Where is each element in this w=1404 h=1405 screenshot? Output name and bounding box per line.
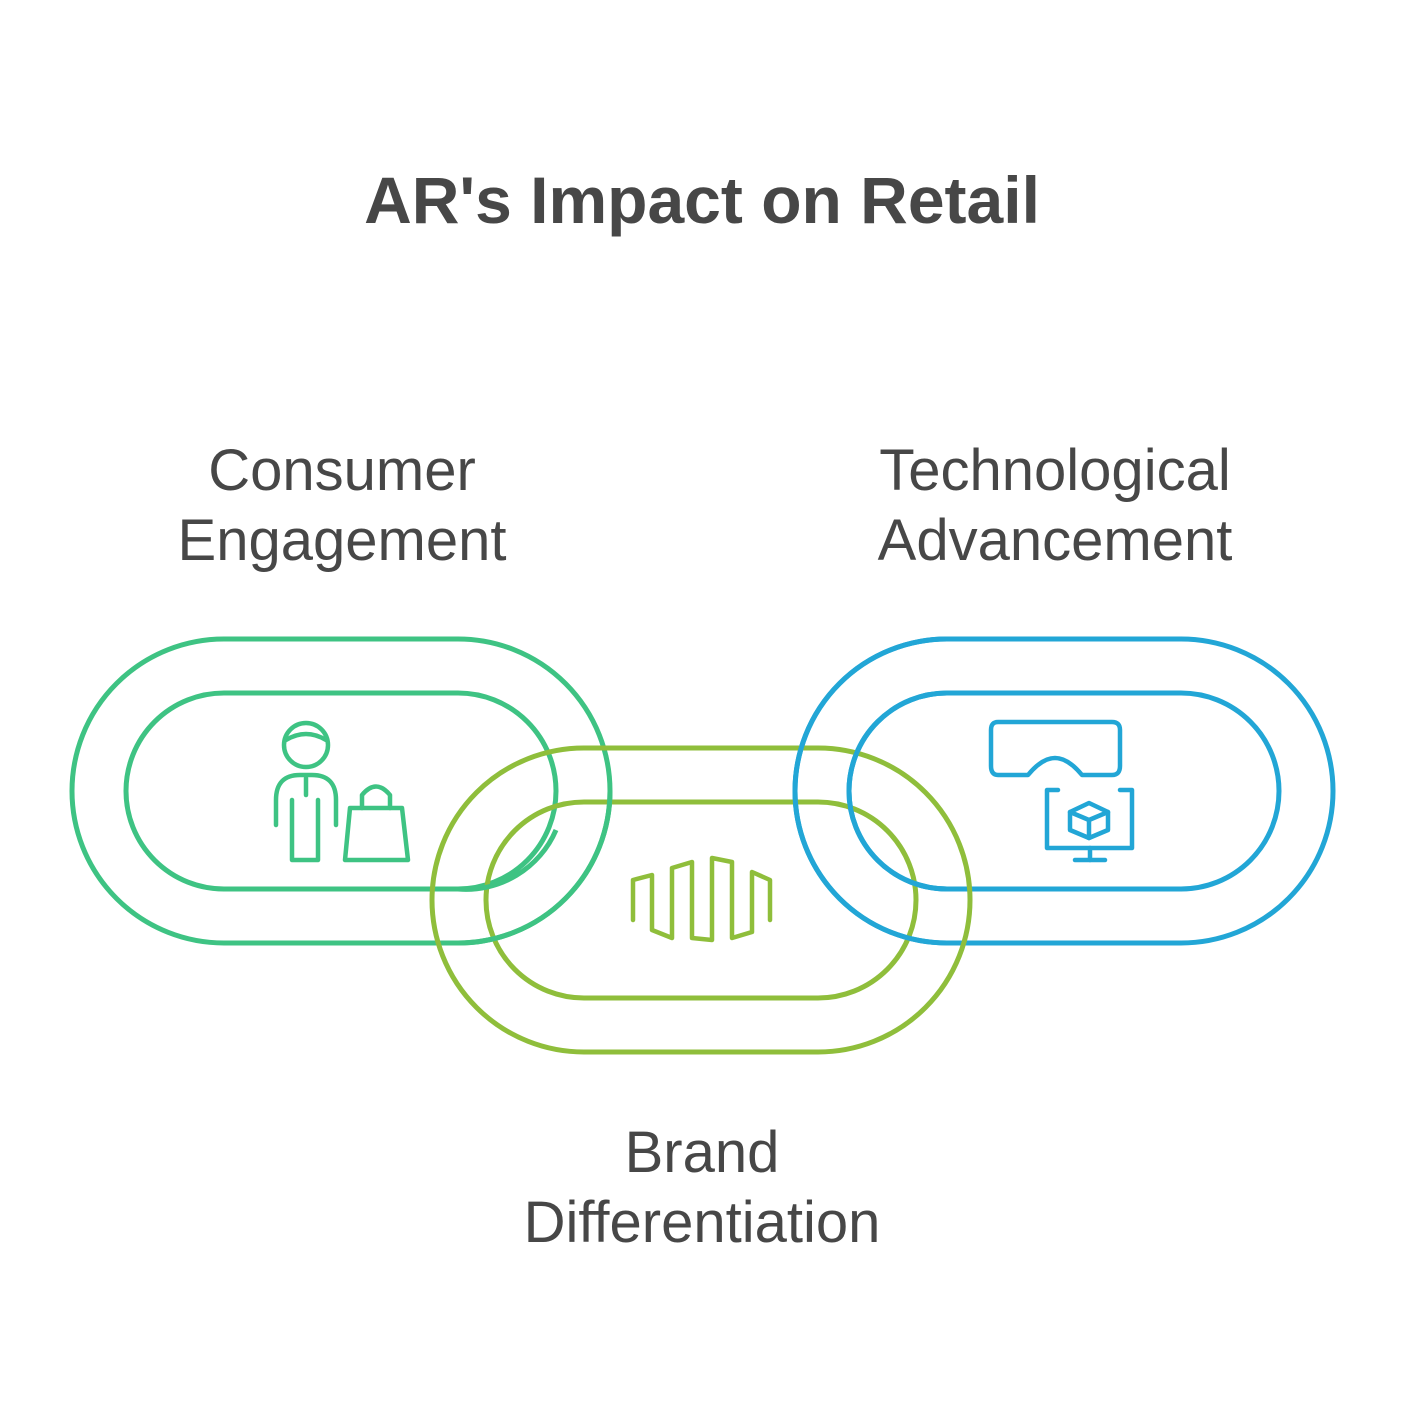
label-brand-differentiation: Brand Differentiation bbox=[452, 1118, 952, 1258]
label-technological-advancement: Technological Advancement bbox=[805, 436, 1305, 576]
label-line: Consumer bbox=[208, 438, 476, 503]
chain-link-consumer-engagement bbox=[69, 636, 613, 946]
chain-link-technological-advancement bbox=[792, 636, 1336, 946]
interlock-right bbox=[792, 636, 948, 946]
label-consumer-engagement: Consumer Engagement bbox=[92, 436, 592, 576]
shopper-with-bag-icon bbox=[273, 720, 411, 863]
label-line: Advancement bbox=[877, 508, 1233, 573]
vr-headset-3d-monitor-icon bbox=[988, 719, 1135, 863]
label-line: Brand bbox=[624, 1120, 780, 1185]
chain-link-brand-differentiation bbox=[429, 745, 973, 1055]
sound-wave-icon bbox=[630, 855, 773, 943]
page-title: AR's Impact on Retail bbox=[364, 163, 1040, 237]
interlock-left bbox=[457, 790, 613, 946]
label-line: Differentiation bbox=[523, 1190, 881, 1255]
label-line: Technological bbox=[879, 438, 1231, 503]
label-line: Engagement bbox=[177, 508, 507, 573]
